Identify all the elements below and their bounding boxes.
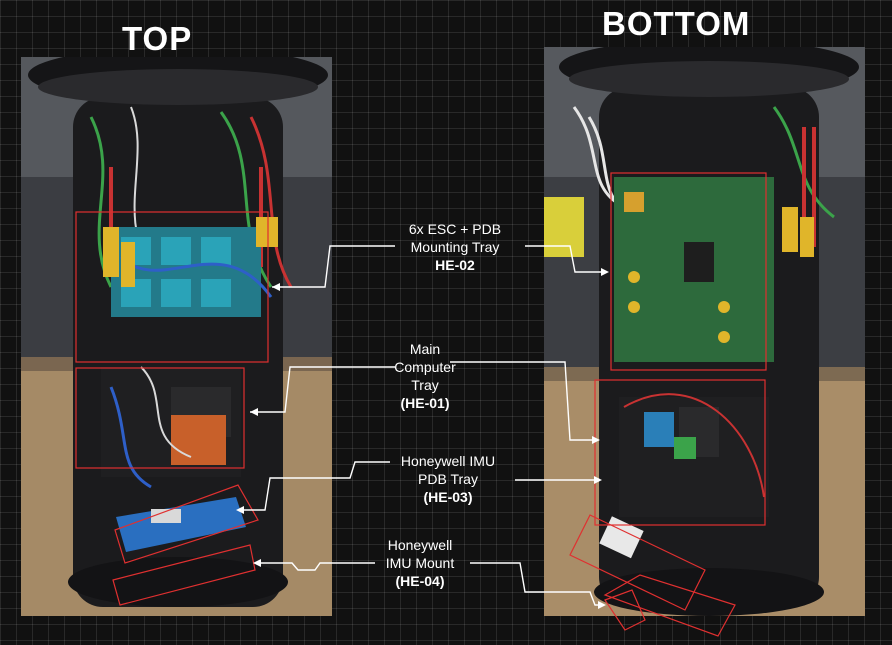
callout-main-computer-line1: Main bbox=[409, 341, 441, 357]
callout-esc-pdb-line2: Mounting Tray bbox=[410, 239, 500, 255]
callout-imu-mount-line2: IMU Mount bbox=[385, 555, 455, 571]
callout-imu-pdb-line2: PDB Tray bbox=[418, 471, 478, 487]
callout-imu-mount: Honeywell IMU Mount (HE-04) bbox=[365, 536, 475, 590]
callout-main-computer-tray: Main Computer Tray (HE-01) bbox=[365, 340, 485, 412]
leader-he01-left bbox=[250, 366, 395, 413]
callout-imu-pdb-line1: Honeywell IMU bbox=[400, 453, 496, 469]
top-view-header: TOP bbox=[122, 20, 193, 57]
leader-he02-left bbox=[272, 245, 395, 288]
arrowhead-he02-left bbox=[272, 283, 280, 291]
callout-imu-pdb-tray: Honeywell IMU PDB Tray (HE-03) bbox=[378, 452, 518, 506]
callout-esc-pdb-line1: 6x ESC + PDB bbox=[408, 221, 502, 237]
bottom-esc-tray-box bbox=[610, 172, 767, 371]
bottom-view-header: BOTTOM bbox=[602, 5, 751, 42]
callout-imu-pdb-code: (HE-03) bbox=[423, 489, 473, 505]
callout-main-computer-line2: Computer bbox=[394, 359, 456, 375]
arrowhead-he03-right bbox=[594, 476, 602, 484]
top-imu-tray-box bbox=[114, 484, 259, 564]
callout-main-computer-code: (HE-01) bbox=[400, 395, 450, 411]
arrowhead-he01-right bbox=[592, 436, 600, 444]
leader-he04-right bbox=[470, 562, 604, 606]
arrowhead-he01-left bbox=[250, 408, 258, 416]
arrowhead-he04-right bbox=[598, 601, 606, 609]
leader-he02-right bbox=[525, 245, 607, 273]
bottom-view-photo-illustration bbox=[544, 47, 865, 616]
top-esc-tray-box bbox=[75, 211, 269, 363]
bottom-imu-mount-box-small bbox=[604, 589, 646, 631]
arrowhead-he04-left bbox=[253, 559, 261, 567]
top-computer-tray-box bbox=[75, 367, 245, 469]
bottom-imu-mount-box bbox=[603, 574, 736, 637]
leader-he03-left bbox=[238, 461, 390, 511]
callout-main-computer-line3: Tray bbox=[411, 377, 439, 393]
leader-he04-left bbox=[255, 562, 375, 571]
highlight-boxes bbox=[75, 172, 767, 637]
leader-lines bbox=[238, 245, 607, 606]
callout-imu-mount-line1: Honeywell bbox=[387, 537, 453, 553]
leader-arrowheads bbox=[236, 268, 609, 609]
bottom-imu-tray-box bbox=[569, 514, 706, 611]
callout-esc-pdb-code: HE-02 bbox=[435, 257, 475, 273]
callout-esc-pdb-tray: 6x ESC + PDB Mounting Tray HE-02 bbox=[385, 220, 525, 274]
top-imu-mount-box bbox=[112, 544, 256, 606]
arrowhead-he03-left bbox=[236, 506, 244, 514]
arrowhead-he02-right bbox=[601, 268, 609, 276]
bottom-view-photo bbox=[544, 47, 865, 616]
leader-he01-right bbox=[450, 361, 598, 441]
top-view-photo bbox=[21, 57, 332, 616]
bottom-computer-tray-box bbox=[594, 379, 766, 526]
callout-imu-mount-code: (HE-04) bbox=[395, 573, 445, 589]
top-view-photo-illustration bbox=[21, 57, 332, 616]
